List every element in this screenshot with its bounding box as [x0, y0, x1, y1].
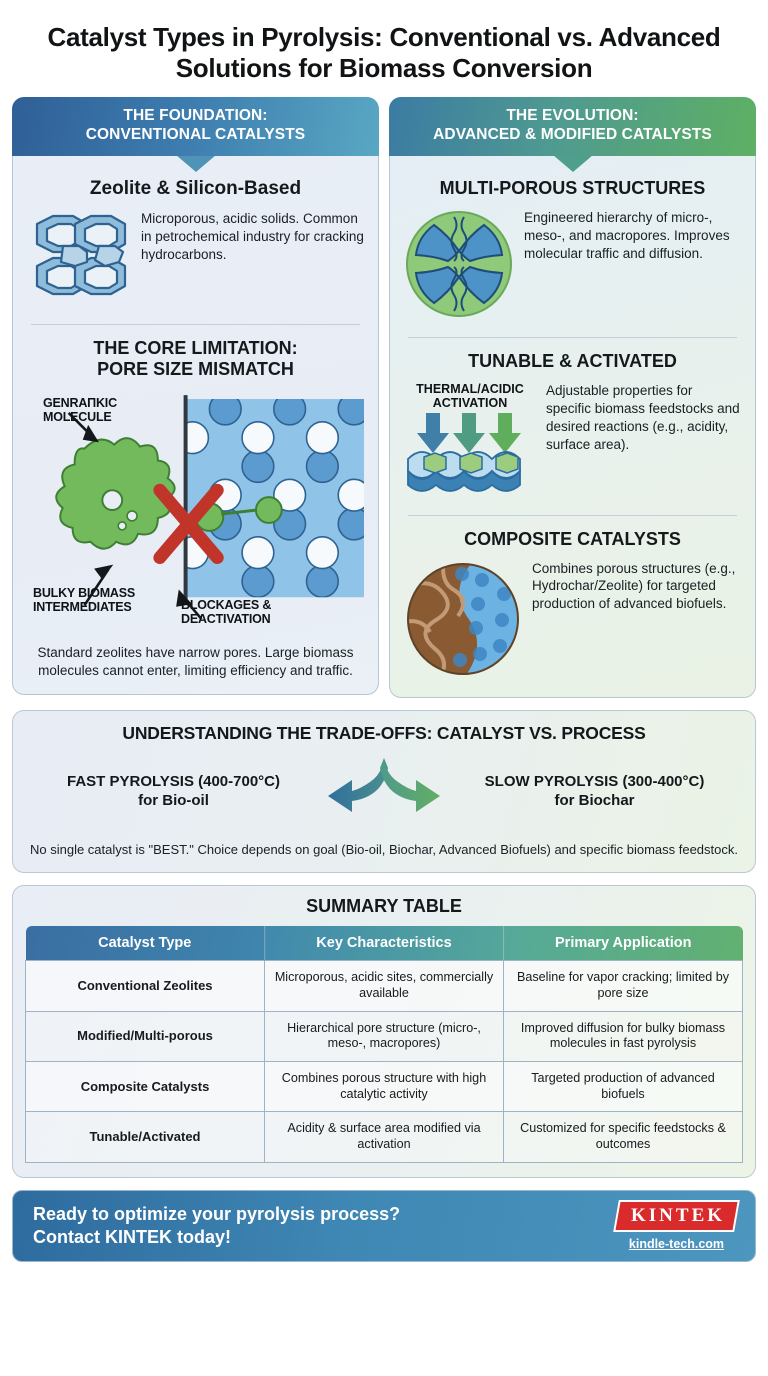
- multiporous-heading: MULTI-POROUS STRUCTURES: [439, 178, 706, 199]
- left-column: THE FOUNDATION: CONVENTIONAL CATALYSTS Z…: [12, 97, 379, 695]
- table-row: Composite Catalysts Combines porous stru…: [25, 1061, 743, 1113]
- zeolite-section-description: Microporous, acidic solids. Common in pe…: [141, 211, 364, 263]
- core-limitation-line2: PORE SIZE MISMATCH: [97, 359, 294, 380]
- bulky-label-line1: BULKY BIOMASS: [33, 585, 136, 600]
- col-header-key-characteristics: Key Characteristics: [264, 926, 504, 961]
- fast-pyrolysis-line1: FAST PYROLYSIS (400-700°C): [66, 773, 281, 791]
- cell-characteristics: Hierarchical pore structure (micro-, mes…: [264, 1010, 504, 1063]
- table-header-row: Catalyst Type Key Characteristics Primar…: [25, 926, 743, 961]
- multiporous-description: Engineered hierarchy of micro-, meso-, a…: [524, 210, 730, 261]
- slow-pyrolysis-line1: SLOW PYROLYSIS (300-400°C): [484, 773, 705, 791]
- cell-type: Tunable/Activated: [25, 1111, 265, 1163]
- pore-size-mismatch-figure: GENRAΠKIC MOLECULE BULKY BIOMASS INTERME…: [27, 390, 364, 640]
- summary-table-section: SUMMARY TABLE Catalyst Type Key Characte…: [12, 885, 756, 1178]
- blocked-x-icon: [153, 483, 224, 565]
- composite-sphere-icon: [404, 560, 522, 683]
- core-limitation-line1: THE CORE LIMITATION:: [93, 338, 298, 359]
- kintek-logo[interactable]: KINTEK: [613, 1200, 740, 1233]
- thermal-acidic-activation-label: THERMAL/ACIDIC ACTIVATION: [404, 382, 536, 411]
- right-column: THE EVOLUTION: ADVANCED & MODIFIED CATAL…: [389, 97, 756, 698]
- block-label-line1: BLOCKAGES &: [181, 597, 272, 612]
- brand-url-link[interactable]: kindle-tech.com: [628, 1237, 725, 1252]
- left-panel-body: Zeolite & Silicon-Based: [12, 155, 379, 695]
- pore-mismatch-caption: Standard zeolites have narrow pores. Lar…: [37, 644, 354, 678]
- two-column-region: THE FOUNDATION: CONVENTIONAL CATALYSTS Z…: [12, 97, 756, 698]
- right-panel-banner: THE EVOLUTION: ADVANCED & MODIFIED CATAL…: [389, 97, 756, 157]
- block-label-line2: DEACTIVATION: [181, 611, 271, 626]
- left-banner-line2: CONVENTIONAL CATALYSTS: [85, 126, 306, 144]
- page-title: Catalyst Types in Pyrolysis: Conventiona…: [47, 22, 721, 83]
- tradeoffs-section: UNDERSTANDING THE TRADE-OFFS: CATALYST V…: [12, 709, 756, 874]
- table-row: Tunable/Activated Acidity & surface area…: [25, 1111, 743, 1163]
- footer-cta-bar: Ready to optimize your pyrolysis process…: [12, 1189, 756, 1262]
- activation-label-line1: THERMAL/ACIDIC: [416, 381, 524, 396]
- col-header-catalyst-type: Catalyst Type: [25, 926, 265, 961]
- multiporous-row: Engineered hierarchy of micro-, meso-, a…: [404, 209, 741, 324]
- tradeoffs-note: No single catalyst is "BEST." Choice dep…: [30, 841, 738, 857]
- right-divider-2: [408, 514, 737, 516]
- cell-application: Targeted production of advanced biofuels: [503, 1061, 743, 1113]
- label-generic-molecule: GENRAΠKIC MOLECULE: [43, 396, 117, 424]
- advanced-catalysts-panel: THE EVOLUTION: ADVANCED & MODIFIED CATAL…: [389, 97, 756, 698]
- conventional-catalysts-panel: THE FOUNDATION: CONVENTIONAL CATALYSTS Z…: [12, 97, 379, 695]
- right-banner-line2: ADVANCED & MODIFIED CATALYSTS: [433, 126, 712, 144]
- thermal-acidic-activation-icon: [407, 412, 521, 492]
- fast-pyrolysis-line2: for Bio-oil: [138, 792, 209, 810]
- generic-label-line1: GENRAΠKIC: [43, 395, 117, 410]
- cell-application: Baseline for vapor cracking; limited by …: [503, 960, 743, 1012]
- right-banner-notch-icon: [552, 155, 593, 173]
- slow-pyrolysis-label: SLOW PYROLYSIS (300-400°C) for Biochar: [450, 773, 739, 811]
- composite-row: Combines porous structures (e.g., Hydroc…: [404, 560, 741, 683]
- tunable-heading: TUNABLE & ACTIVATED: [468, 351, 677, 372]
- label-blockages: BLOCKAGES & DEACTIVATION: [181, 598, 271, 626]
- cell-application: Customized for specific feedstocks & out…: [503, 1111, 743, 1163]
- left-panel-banner: THE FOUNDATION: CONVENTIONAL CATALYSTS: [12, 97, 379, 157]
- cell-type: Conventional Zeolites: [25, 960, 265, 1012]
- cell-type: Composite Catalysts: [25, 1061, 265, 1113]
- cell-characteristics: Acidity & surface area modified via acti…: [264, 1111, 504, 1163]
- fast-pyrolysis-label: FAST PYROLYSIS (400-700°C) for Bio-oil: [29, 773, 318, 811]
- cell-type: Modified/Multi-porous: [25, 1010, 265, 1063]
- cell-application: Improved diffusion for bulky biomass mol…: [503, 1010, 743, 1063]
- cta-line1: Ready to optimize your pyrolysis process…: [33, 1204, 401, 1225]
- tradeoffs-heading: UNDERSTANDING THE TRADE-OFFS: CATALYST V…: [122, 722, 646, 743]
- tunable-icon-group: THERMAL/ACIDIC ACTIVATION: [404, 382, 536, 502]
- zeolite-section-row: Microporous, acidic solids. Common in pe…: [27, 210, 364, 311]
- brand-block[interactable]: KINTEK kindle-tech.com: [613, 1200, 740, 1252]
- summary-table-body: Conventional Zeolites Microporous, acidi…: [25, 960, 743, 1163]
- left-banner-notch-icon: [175, 155, 216, 173]
- tunable-row: THERMAL/ACIDIC ACTIVATION: [404, 382, 741, 502]
- right-divider-1: [408, 337, 737, 339]
- tunable-description: Adjustable properties for specific bioma…: [546, 382, 740, 452]
- core-limitation-heading: THE CORE LIMITATION: PORE SIZE MISMATCH: [27, 338, 364, 380]
- slow-pyrolysis-line2: for Biochar: [554, 792, 635, 810]
- cell-characteristics: Microporous, acidic sites, commercially …: [264, 960, 504, 1012]
- label-bulky-biomass: BULKY BIOMASS INTERMEDIATES: [33, 586, 135, 614]
- generic-label-line2: MOLECULE: [43, 409, 112, 424]
- bulky-label-line2: INTERMEDIATES: [33, 599, 132, 614]
- cta-text: Ready to optimize your pyrolysis process…: [33, 1203, 400, 1248]
- cell-characteristics: Combines porous structure with high cata…: [264, 1061, 504, 1113]
- zeolite-framework-icon: [27, 210, 131, 311]
- composite-heading: COMPOSITE CATALYSTS: [464, 528, 681, 549]
- left-banner-line1: THE FOUNDATION:: [123, 107, 268, 125]
- zeolite-section-heading: Zeolite & Silicon-Based: [89, 178, 302, 200]
- composite-description: Combines porous structures (e.g., Hydroc…: [532, 560, 736, 612]
- left-section-divider: [31, 324, 360, 326]
- col-header-primary-application: Primary Application: [503, 926, 743, 961]
- right-panel-body: MULTI-POROUS STRUCTURES: [389, 155, 756, 698]
- cta-line2: Contact KINTEK today!: [33, 1226, 231, 1247]
- table-row: Modified/Multi-porous Hierarchical pore …: [25, 1010, 743, 1063]
- bidirectional-arrow-icon: [324, 756, 444, 829]
- kintek-logo-text: KINTEK: [630, 1205, 725, 1227]
- tradeoffs-row: FAST PYROLYSIS (400-700°C) for Bio-oil: [29, 756, 739, 829]
- hierarchical-pore-circle-icon: [404, 209, 514, 324]
- summary-table: Catalyst Type Key Characteristics Primar…: [25, 926, 743, 1163]
- activation-label-line2: ACTIVATION: [432, 396, 508, 411]
- summary-table-head: Catalyst Type Key Characteristics Primar…: [25, 926, 743, 961]
- right-banner-line1: THE EVOLUTION:: [506, 107, 639, 125]
- summary-table-heading: SUMMARY TABLE: [306, 896, 462, 917]
- table-row: Conventional Zeolites Microporous, acidi…: [25, 960, 743, 1012]
